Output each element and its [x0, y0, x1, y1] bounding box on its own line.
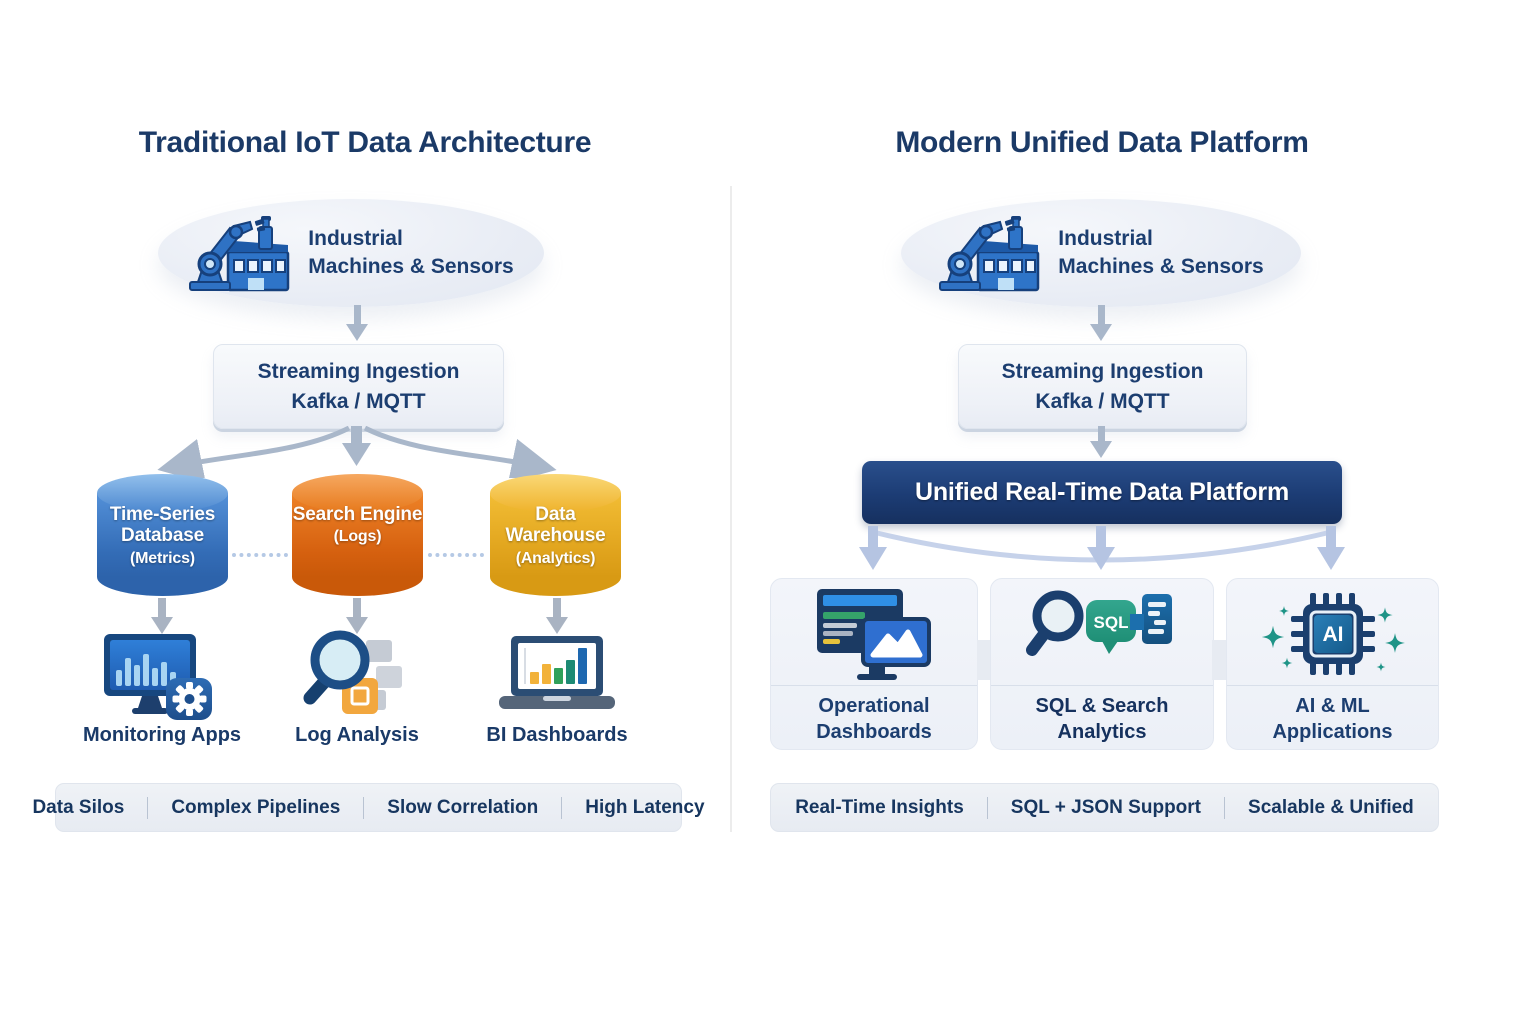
- store-name: Time-Series Database: [109, 504, 216, 547]
- arrow-down-icon: [1090, 426, 1112, 458]
- ingestion-line2: Kafka / MQTT: [1035, 389, 1170, 413]
- card-sql-search-analytics: SQL SQL & Search Analytics: [990, 578, 1214, 750]
- right-ingestion-node: Streaming Ingestion Kafka / MQTT: [958, 344, 1247, 429]
- card-label: SQL & Search Analytics: [1035, 695, 1169, 743]
- fan-out-arrows-icon: [859, 526, 1345, 570]
- store-name: Search Engine: [292, 504, 423, 525]
- magnifier-documents-icon: [303, 630, 402, 714]
- source-label: Industrial Machines & Sensors: [308, 225, 513, 280]
- ai-chip-text: AI: [1322, 623, 1343, 646]
- app-label-bi-dashboards: BI Dashboards: [486, 724, 628, 746]
- ingestion-line1: Streaming Ingestion: [1001, 360, 1204, 384]
- footer-item: Data Silos: [32, 796, 125, 818]
- magnifier-sql-doc-icon: SQL: [1026, 590, 1172, 656]
- left-title: Traditional IoT Data Architecture: [138, 126, 592, 159]
- ingestion-line2: Kafka / MQTT: [291, 389, 426, 413]
- footer-item: Scalable & Unified: [1224, 796, 1437, 819]
- footer-item: Complex Pipelines: [147, 796, 363, 819]
- sparkle-icon: [1261, 606, 1405, 672]
- branch-arrows-icon: [157, 426, 557, 478]
- footer-item: SQL + JSON Support: [986, 796, 1224, 819]
- app-label-monitoring: Monitoring Apps: [82, 724, 242, 746]
- sql-bubble-text: SQL: [1094, 613, 1129, 632]
- silo-dotted-link: [428, 553, 484, 557]
- source-label-line1: Industrial: [1058, 227, 1153, 251]
- source-label-line2: Machines & Sensors: [1058, 255, 1264, 278]
- store-time-series-db: Time-Series Database (Metrics): [97, 474, 228, 596]
- app-label-log-analysis: Log Analysis: [295, 724, 419, 746]
- dashboard-monitors-icon: [817, 589, 931, 680]
- store-data-warehouse: Data Warehouse (Analytics): [490, 474, 621, 596]
- industrial-machines-icon: [189, 216, 290, 292]
- center-divider: [730, 186, 732, 832]
- arrow-down-icon: [546, 598, 568, 634]
- source-label-line1: Industrial: [308, 227, 403, 251]
- store-sub: (Metrics): [130, 549, 195, 567]
- footer-item: Real-Time Insights: [795, 796, 964, 818]
- card-label: AI & ML Applications: [1272, 695, 1393, 743]
- ingestion-line1: Streaming Ingestion: [257, 360, 460, 384]
- industrial-machines-icon: [939, 216, 1040, 292]
- card-label: Operational Dashboards: [816, 695, 932, 743]
- monitor-gear-icon: [104, 634, 212, 720]
- store-label: Data Warehouse (Analytics): [490, 474, 621, 567]
- source-label-line2: Machines & Sensors: [308, 255, 514, 278]
- store-name: Data Warehouse: [505, 504, 606, 547]
- store-label: Time-Series Database (Metrics): [97, 474, 228, 567]
- silo-dotted-link: [232, 553, 288, 557]
- ai-chip-icon: AI: [1261, 593, 1405, 675]
- right-title: Modern Unified Data Platform: [895, 126, 1309, 159]
- card-connector: [1212, 640, 1226, 680]
- store-label: Search Engine (Logs): [292, 474, 423, 546]
- store-sub: (Logs): [333, 528, 382, 546]
- card-connector: [977, 640, 990, 680]
- source-label: Industrial Machines & Sensors: [1058, 225, 1263, 280]
- arrow-down-icon: [346, 305, 368, 341]
- card-ai-ml-applications: AI AI & ML Applications: [1226, 578, 1439, 750]
- arrow-down-icon: [346, 598, 368, 634]
- left-source-node: Industrial Machines & Sensors: [158, 199, 544, 307]
- card-operational-dashboards: Operational Dashboards: [770, 578, 978, 750]
- left-ingestion-node: Streaming Ingestion Kafka / MQTT: [213, 344, 504, 429]
- footer-item: Slow Correlation: [363, 796, 561, 819]
- store-sub: (Analytics): [515, 549, 596, 567]
- right-source-node: Industrial Machines & Sensors: [901, 199, 1301, 307]
- right-footer-bar: Real-Time Insights SQL + JSON Support Sc…: [770, 783, 1439, 832]
- arrow-down-icon: [151, 598, 173, 634]
- unified-platform-node: Unified Real-Time Data Platform: [862, 461, 1342, 524]
- arrow-down-icon: [1090, 305, 1112, 341]
- footer-item: High Latency: [561, 796, 727, 819]
- left-footer-bar: Data Silos Complex Pipelines Slow Correl…: [32, 783, 705, 832]
- laptop-bar-chart-icon: [499, 636, 615, 709]
- store-search-engine: Search Engine (Logs): [292, 474, 423, 596]
